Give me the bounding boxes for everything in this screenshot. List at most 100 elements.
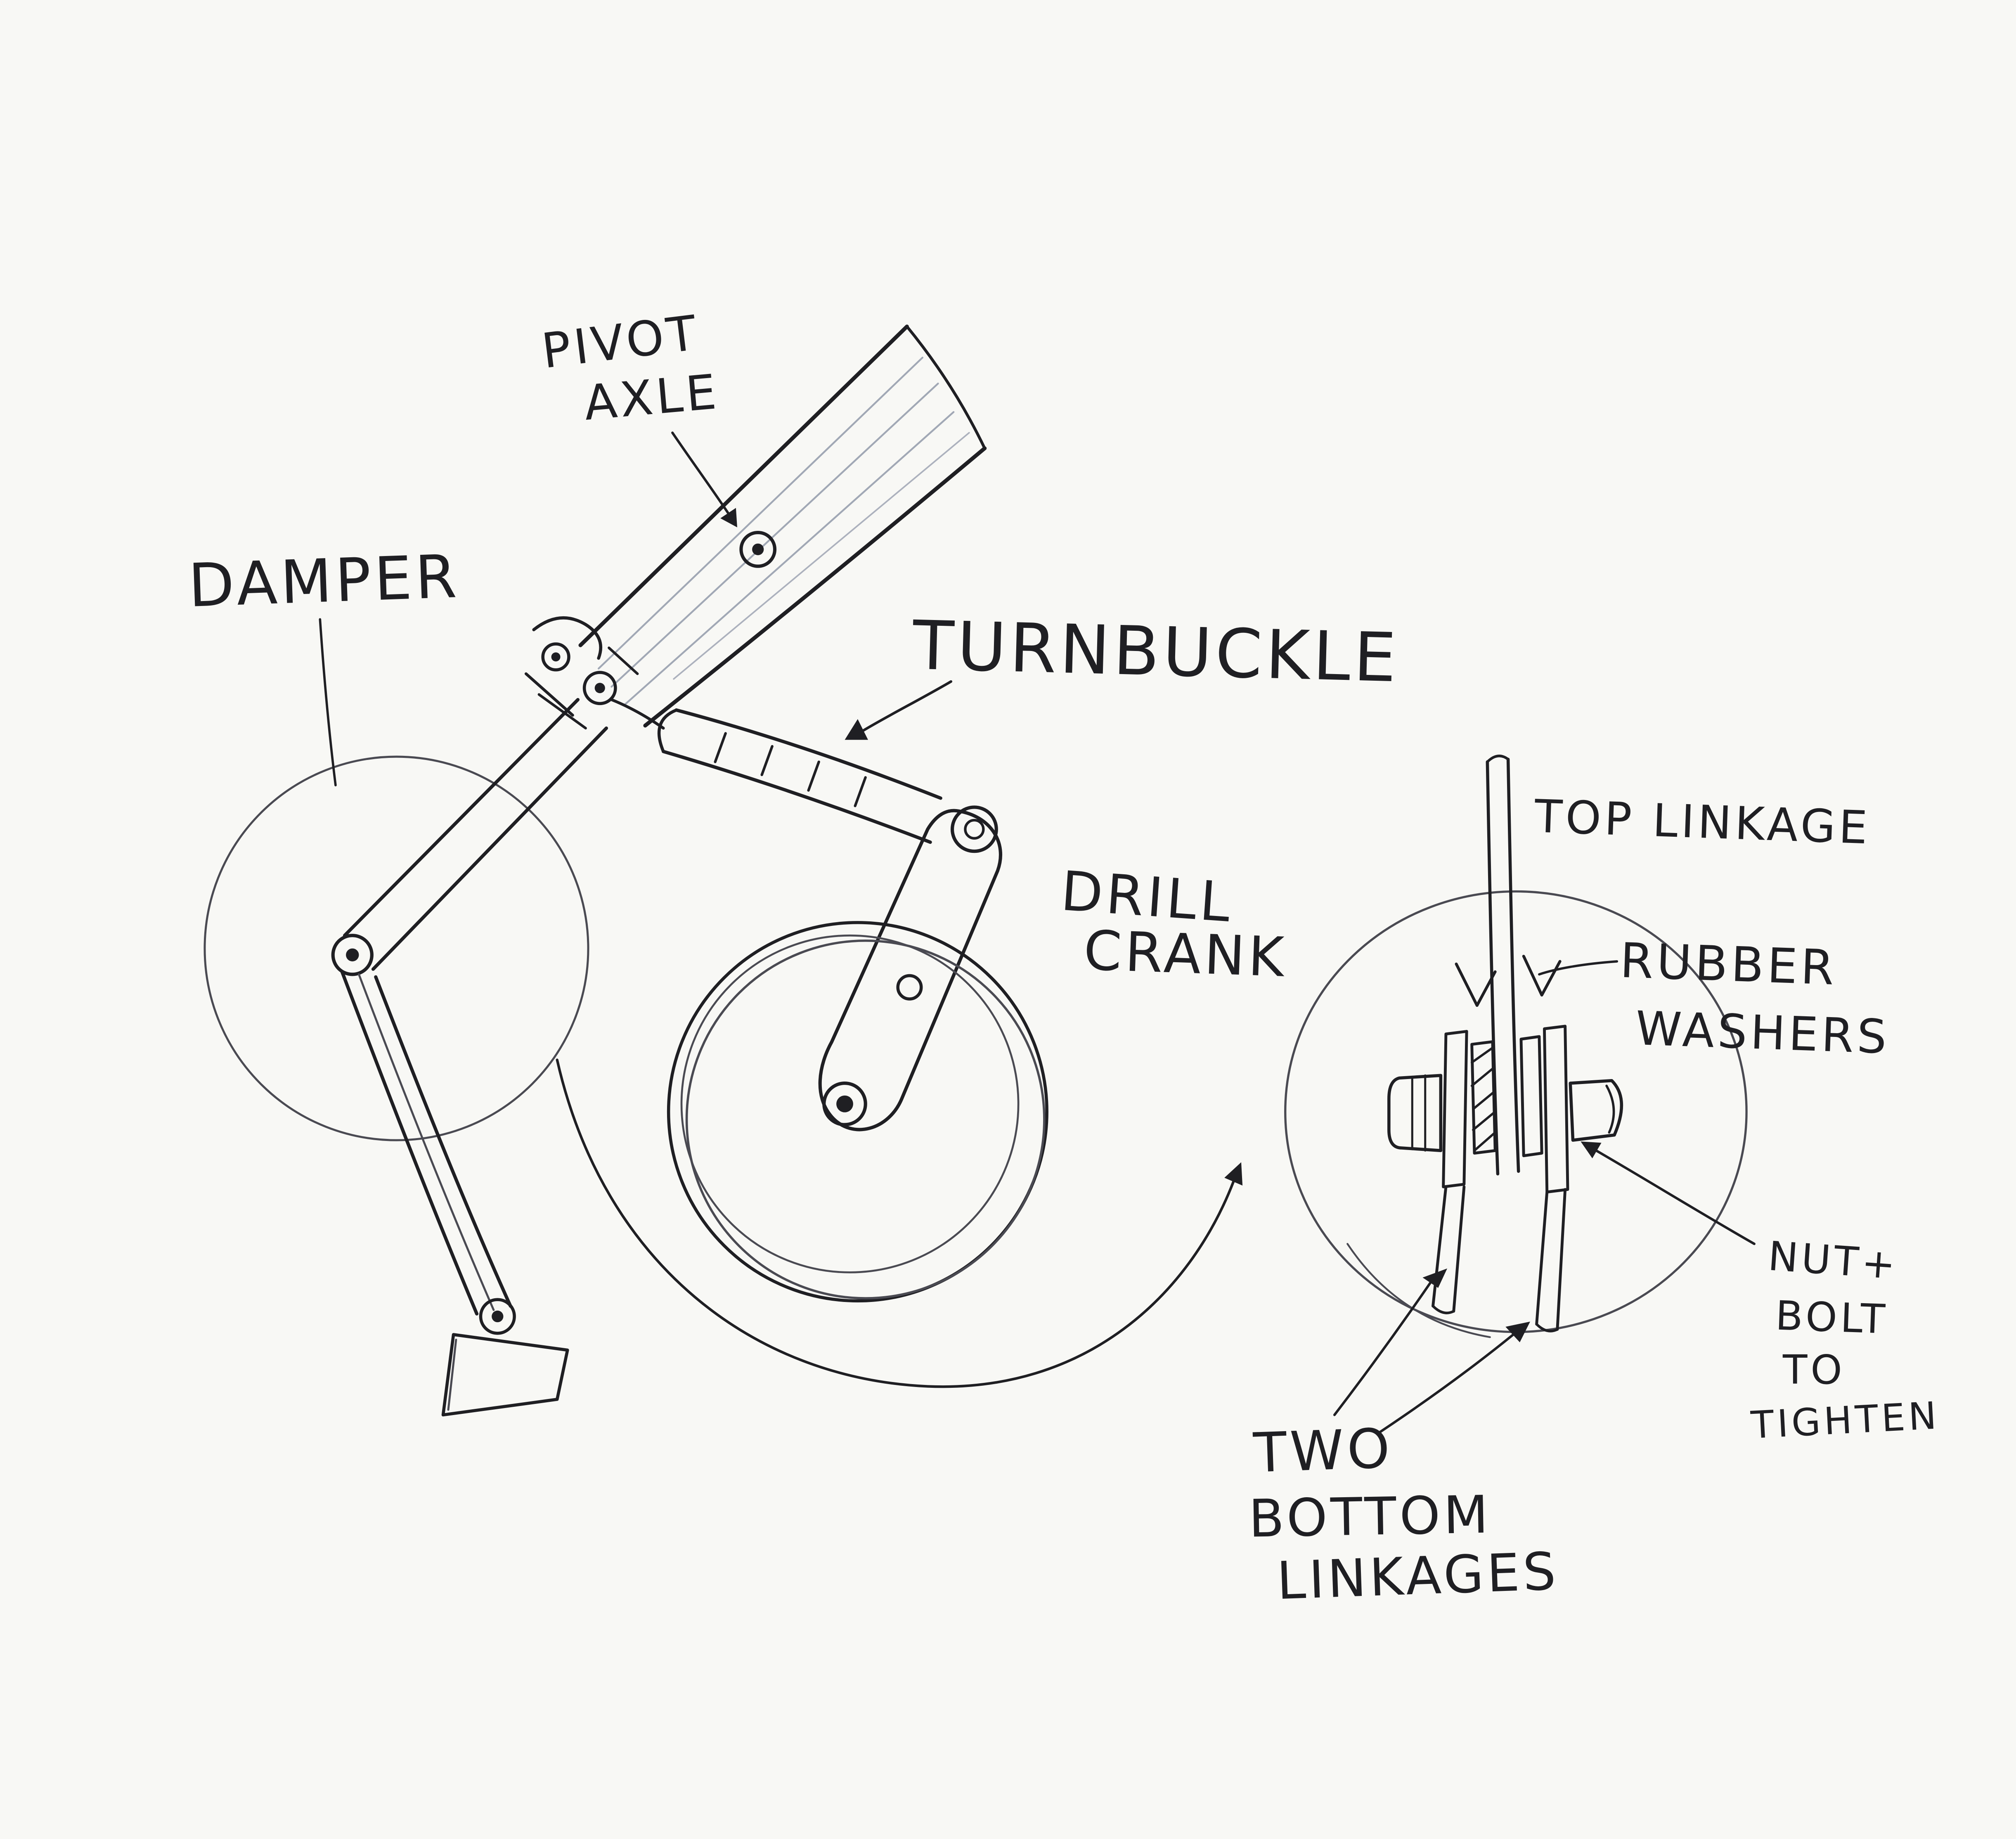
pivot-axle-hole [739,530,777,568]
washer-hatch-4 [1472,1110,1497,1131]
nut-bolt-leader [1595,1149,1756,1245]
damper-foot-pad [441,1333,569,1417]
bottom-linkages-leader-2 [1377,1333,1515,1434]
drill-crank-assembly [818,809,1003,1131]
detail-reference-arrow [556,1058,1243,1388]
pivot-axle-label-line2: AXLE [582,364,722,431]
damper-assembly [203,698,608,1417]
damper-foot-fold [447,1339,457,1411]
detail-arrow-curve [556,1058,1235,1388]
top-linkage-bar [1486,755,1520,1176]
clamp-stroke-3 [608,646,639,675]
right-linkage-plate [1543,1025,1569,1194]
strut-tube [578,324,987,728]
detail-view [1284,755,1748,1338]
bottom-linkages-label-line2: BOTTOM [1248,1484,1492,1549]
rubber-washer-left [1470,1040,1497,1155]
nut-bolt-label-line1: NUT+ [1767,1233,1900,1288]
clamp-bolt-upper-center [551,652,561,662]
damper-upper-arm-edge-1 [343,698,580,937]
strut-hatch-4 [673,432,970,680]
detail-circle-overlap [1346,1243,1491,1338]
bottom-linkages-label-line1: TWO [1252,1417,1394,1485]
rubber-washers-label-line1: RUBBER [1619,933,1839,996]
bottom-linkage-left-edge-2 [1452,1185,1466,1313]
damper-upper-arm-edge-2 [371,726,608,971]
rubber-washers-label-line2: WASHERS [1635,1001,1891,1064]
damper-foot-pivot [479,1298,516,1335]
top-linkage-edge-2 [1506,757,1520,1173]
turnbuckle-eye-outer [950,805,998,853]
turnbuckle-eye-inner [964,819,985,840]
pivot-axle-leader [671,431,729,514]
turnbuckle-annotation: TURNBUCKLE [845,607,1401,740]
pivot-axle-center [752,543,764,555]
wheel-mid-rim [685,939,1046,1299]
nut-bolt-label-line2: BOLT [1775,1292,1889,1342]
nut-inner-arc [1605,1084,1615,1134]
bottom-linkages [1432,1185,1567,1333]
nut-bolt-label-line4: TIGHTEN [1749,1394,1940,1447]
washer-leader-line [1538,960,1618,976]
turnbuckle-tick-3 [807,760,820,792]
pivot-axle-annotation: PIVOT AXLE [539,305,737,528]
main-assembly [203,324,1243,1417]
turnbuckle-leader [861,680,953,732]
bottom-linkage-left-edge-1 [1432,1185,1448,1308]
bottom-linkage-right-cap [1535,1323,1559,1333]
drill-crank-label-line1: DRILL [1059,860,1235,935]
bottom-linkage-left-cap [1432,1304,1455,1314]
damper-lower-arm-inner [357,973,495,1311]
annotations: PIVOT AXLE DAMPER TURNBUCKLE DRILL CRANK… [187,305,1941,1612]
left-linkage-plate [1442,1030,1468,1188]
bolt-head [1387,1074,1443,1153]
damper-label: DAMPER [187,542,461,621]
nut-bolt-annotation: NUT+ BOLT TO TIGHTEN [1581,1141,1941,1447]
strut-edge-bottom [643,446,987,728]
top-linkage-annotation: TOP LINKAGE [1533,790,1872,854]
washer-hatch-5 [1473,1131,1497,1152]
clamp-stroke-1 [524,672,574,717]
top-linkage-cap [1486,755,1510,763]
strut-hatch-2 [610,382,939,688]
rubber-washers-annotation: RUBBER WASHERS [1619,933,1891,1065]
washer-arrow-right-icon [1522,954,1562,997]
damper-annotation: DAMPER [187,542,461,786]
damper-lower-arm-edge-1 [340,970,479,1316]
clamp-bolt-upper [541,642,570,672]
turnbuckle-edge-top [674,708,942,800]
damper-elbow-center [346,948,359,961]
washer-hatch-3 [1472,1090,1497,1110]
nut-bolt-label-line3: TO [1782,1347,1846,1393]
detail-arrow-head-icon [1224,1162,1243,1186]
drill-crank-middle-hole [896,974,923,1001]
strut-edge-top [578,324,909,647]
rubber-washer-right [1519,1035,1543,1157]
washer-arrow-left-icon [1455,962,1497,1007]
clamp-ear [532,616,603,660]
nut [1569,1079,1623,1142]
washer-hatch-1 [1470,1046,1495,1064]
bottom-linkage-right-edge-2 [1556,1188,1567,1331]
damper-highlight-circle [203,755,589,1141]
wheel-outer-rim [667,921,1048,1303]
damper-foot-pivot-center [492,1310,504,1323]
drill-crank-annotation: DRILL CRANK [1059,860,1288,989]
damper-lower-arm-edge-2 [374,975,512,1308]
damper-leader [319,618,337,786]
bottom-linkages-arrow-head-2-icon [1505,1321,1530,1342]
clamp-bolt-lower [582,671,617,705]
turnbuckle-tick-2 [760,745,774,776]
turnbuckle-assembly [610,698,998,853]
strut-hatch-3 [623,411,955,706]
wheel [667,921,1048,1303]
wheel-inner-rim [680,934,1020,1273]
bottom-linkages-arrow-head-1-icon [1422,1268,1448,1288]
turnbuckle-edge-bottom [661,750,932,844]
turnbuckle-tick-1 [714,732,727,763]
turnbuckle-link-line [610,698,665,730]
clamp-stroke-2 [537,693,587,730]
top-linkage-label: TOP LINKAGE [1533,790,1872,854]
